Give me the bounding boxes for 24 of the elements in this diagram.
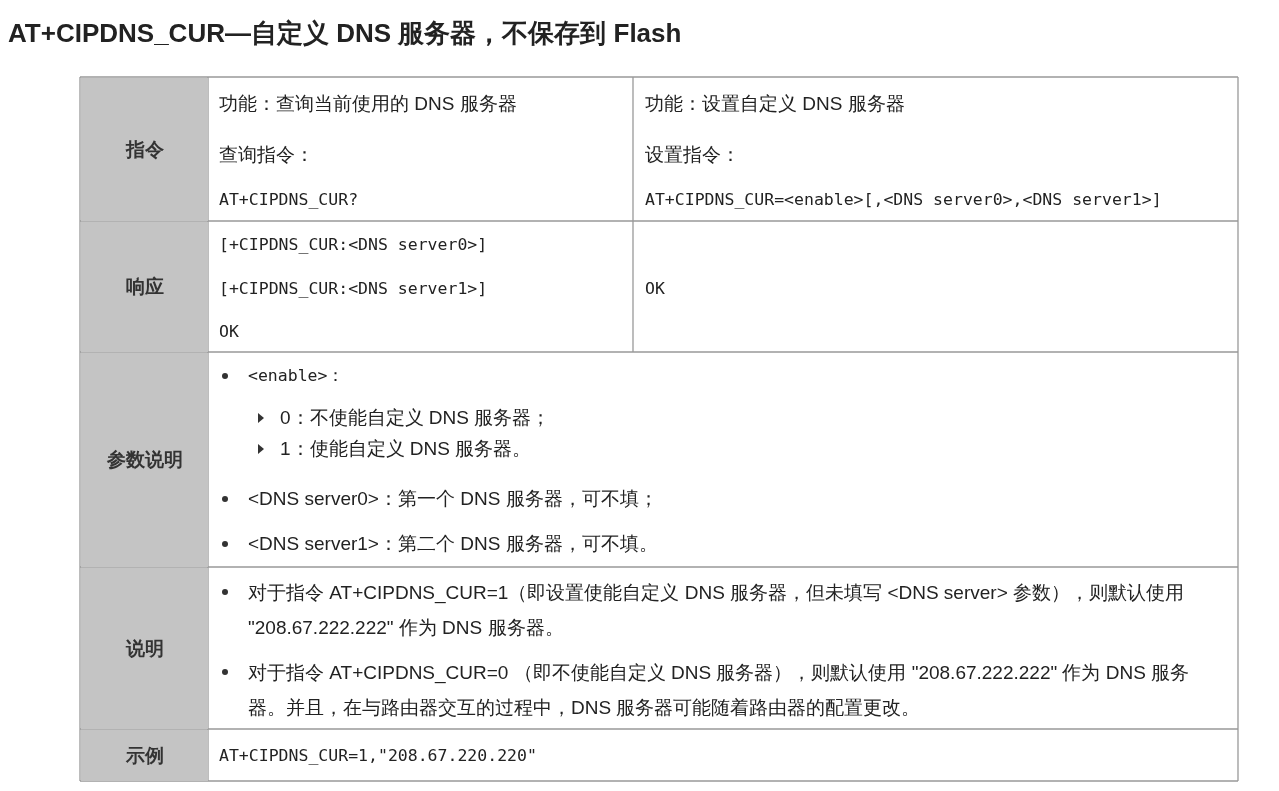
cell-text: AT+CIPDNS_CUR? — [219, 189, 359, 211]
cell-text: 查询指令： — [219, 143, 314, 167]
cell-text: OK — [645, 278, 665, 300]
header-cell: 参数说明 — [81, 353, 208, 567]
cell-text: 对于指令 AT+CIPDNS_CUR=1（即设置使能自定义 DNS 服务器，但未填写 <DNS server> 参数），则默认使用 "208.67.222.222" 作为 DNS 服务器。 — [248, 581, 1186, 640]
cell-text: 设置指令： — [645, 143, 740, 167]
cell-text: 0：不使能自定义 DNS 服务器； — [280, 406, 551, 430]
title: AT+CIPDNS_CUR—自定义 DNS 服务器，不保存到 Flash — [8, 17, 682, 50]
cell-text: 功能：查询当前使用的 DNS 服务器 — [219, 92, 517, 116]
cell-text: <DNS server1>：第二个 DNS 服务器，可不填。 — [248, 532, 658, 556]
header-cell: 说明 — [81, 568, 208, 729]
cell-text: <DNS server0>：第一个 DNS 服务器，可不填； — [248, 487, 658, 511]
header-cell: 响应 — [81, 222, 208, 352]
header-cell: 示例 — [81, 730, 208, 781]
cell-text: [+CIPDNS_CUR:<DNS server1>] — [219, 278, 488, 300]
cell-text: 功能：设置自定义 DNS 服务器 — [645, 92, 905, 116]
cell-text: 对于指令 AT+CIPDNS_CUR=0 （即不使能自定义 DNS 服务器），则默认使用 "208.67.222.222" 作为 DNS 服务器。并且，在与路由器交互的过程中，DNS 服务器可能随着路由器的配置更改。 — [248, 661, 1191, 720]
cell-text: [+CIPDNS_CUR:<DNS server0>] — [219, 234, 488, 256]
cell-text: AT+CIPDNS_CUR=<enable>[,<DNS server0>,<DNS server1>] — [645, 189, 1162, 211]
cell-text: <enable>： — [248, 365, 345, 387]
header-cell: 指令 — [81, 78, 208, 221]
cell-text: 1：使能自定义 DNS 服务器。 — [280, 437, 532, 461]
cell-text: OK — [219, 321, 239, 343]
cell-text: AT+CIPDNS_CUR=1,"208.67.220.220" — [219, 745, 537, 767]
